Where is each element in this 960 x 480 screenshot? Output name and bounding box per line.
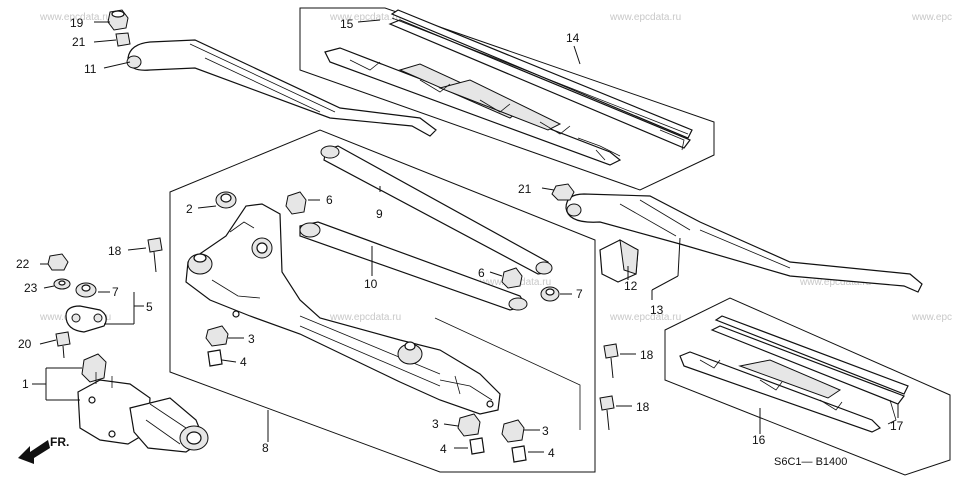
bolt-20 (55, 331, 71, 359)
link-rod-9 (320, 145, 553, 275)
front-label: FR. (50, 435, 69, 449)
callout-1: 1 (22, 377, 29, 391)
collar-4-left (207, 349, 223, 367)
callout-19: 19 (70, 16, 84, 30)
callout-6-upper: 6 (326, 193, 333, 207)
callout-21-upper: 21 (72, 35, 86, 49)
watermark: www.epc (911, 312, 952, 323)
wiper-arm-driver (126, 39, 437, 137)
callout-13: 13 (650, 303, 664, 317)
wiper-motor (77, 353, 209, 453)
leader-lines (32, 19, 899, 453)
callout-10: 10 (364, 277, 378, 291)
callout-18-right-upper: 18 (640, 348, 654, 362)
callout-3-center: 3 (432, 417, 439, 431)
callout-14: 14 (566, 31, 580, 45)
callout-4-center: 4 (440, 442, 447, 456)
crank-arm-5 (65, 305, 107, 333)
cap-7-right (540, 286, 560, 302)
watermark: www.epcdata.ru (329, 312, 401, 323)
mount-3-right (501, 419, 525, 443)
nut-22 (47, 253, 69, 271)
grommet-2 (215, 191, 237, 209)
watermark: www.epcdata.ru (609, 312, 681, 323)
front-direction-arrow: FR. (18, 435, 69, 464)
callout-20: 20 (18, 337, 32, 351)
callout-16: 16 (752, 433, 766, 447)
bush-6-lower (501, 267, 523, 289)
callout-3-left: 3 (248, 332, 255, 346)
bolt-18-right-lower (599, 395, 615, 431)
diagram-code: S6C1— B1400 (774, 456, 847, 468)
callout-9: 9 (376, 207, 383, 221)
callout-3-right: 3 (542, 424, 549, 438)
bolt-18-left (147, 237, 163, 273)
linkage-group-outline (169, 129, 596, 473)
callout-4-right: 4 (548, 446, 555, 460)
watermark: www.epcdata.ru (39, 12, 111, 23)
watermark: www.epc (911, 12, 952, 23)
callout-12: 12 (624, 279, 638, 293)
collar-4-center (469, 437, 485, 455)
callout-15: 15 (340, 17, 354, 31)
watermark: www.epcdata.ru (799, 277, 871, 288)
blade-group-outline-lower (664, 297, 951, 476)
callout-18-left: 18 (108, 244, 122, 258)
cap-21-upper (115, 32, 131, 47)
callout-21-lower: 21 (518, 182, 532, 196)
watermark: www.epcdata.ru (609, 12, 681, 23)
callout-8: 8 (262, 441, 269, 455)
callout-22: 22 (16, 257, 30, 271)
pivot-region-outline (434, 317, 581, 430)
arm-cap-12 (599, 239, 639, 283)
nut-19 (107, 9, 129, 31)
callout-18-right-lower: 18 (636, 400, 650, 414)
callout-4-left: 4 (240, 355, 247, 369)
callout-numbers: 19 21 11 15 14 2 6 9 18 22 10 6 23 7 7 5… (16, 16, 904, 460)
watermark: www.epcdata.ru (329, 12, 401, 23)
bush-6-upper (285, 191, 307, 215)
collar-4-right (511, 445, 527, 463)
nut-21-lower (551, 183, 575, 201)
callout-7-right: 7 (576, 287, 583, 301)
cap-7-left (75, 282, 97, 298)
wiper-linkage-frame (185, 203, 501, 415)
callout-6-lower: 6 (478, 266, 485, 280)
wiper-blade-driver (324, 9, 693, 166)
link-rod-10 (299, 221, 528, 311)
callout-5: 5 (146, 300, 153, 314)
mount-3-left (205, 325, 229, 347)
wiper-blade-passenger (679, 315, 909, 433)
callout-2: 2 (186, 202, 193, 216)
blade-group-outline-upper (299, 7, 715, 191)
callout-7-left: 7 (112, 285, 119, 299)
washer-23 (53, 278, 71, 290)
mount-3-center (457, 413, 481, 437)
group-outlines (169, 7, 951, 476)
callout-11: 11 (84, 62, 97, 76)
callout-23: 23 (24, 281, 38, 295)
callout-17: 17 (890, 419, 904, 433)
bolt-18-right-upper (603, 343, 619, 379)
